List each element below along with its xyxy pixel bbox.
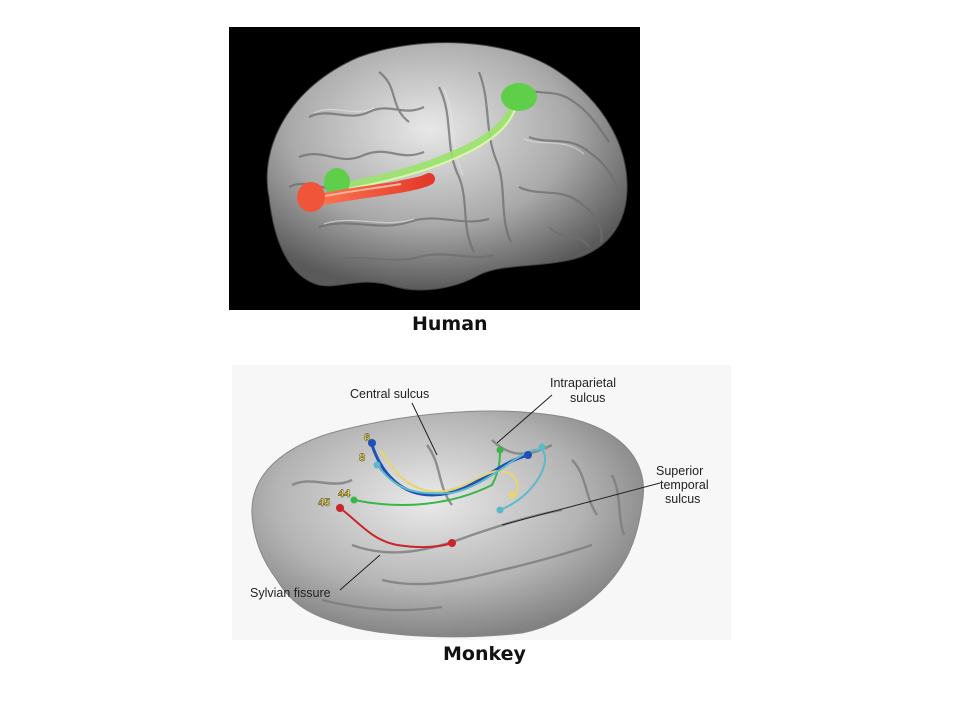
monkey-brain-cortex (251, 410, 644, 638)
human-brain-cortex (266, 42, 628, 291)
area-45-label: 45 (318, 497, 330, 509)
monkey-tracts (339, 444, 547, 549)
monkey-brain-panel: 6 8 44 45 Central sulcus Intraparietal s… (232, 365, 731, 640)
central-sulcus-label: Central sulcus (350, 387, 429, 401)
tract-yellow (379, 449, 519, 496)
intraparietal-sulcus-label-line2: sulcus (570, 391, 605, 405)
tract-green (353, 449, 501, 506)
human-tract-red (297, 173, 435, 212)
superior-temporal-sulcus-label-line3: sulcus (665, 492, 700, 506)
sylvian-fissure-label: Sylvian fissure (250, 586, 331, 600)
monkey-caption: Monkey (443, 643, 526, 665)
area-8-label: 8 (359, 452, 365, 464)
human-gyri (288, 71, 621, 264)
area-6-label: 6 (364, 432, 370, 444)
human-tract-green (324, 83, 537, 196)
human-brain-panel (229, 27, 640, 310)
human-caption: Human (412, 313, 488, 335)
monkey-brain-illustration: 6 8 44 45 Central sulcus Intraparietal s… (232, 365, 731, 640)
superior-temporal-sulcus-label-line2: temporal (660, 478, 709, 492)
annotation-leaders (339, 394, 661, 591)
tract-blue (370, 444, 529, 497)
tract-red (339, 507, 453, 549)
superior-temporal-sulcus-label-line1: Superior (656, 464, 703, 478)
human-brain-illustration (229, 27, 640, 310)
area-44-label: 44 (338, 488, 351, 500)
monkey-tract-endpoints (336, 439, 546, 547)
intraparietal-sulcus-label-line1: Intraparietal (550, 376, 616, 390)
tract-cyan (376, 448, 547, 511)
